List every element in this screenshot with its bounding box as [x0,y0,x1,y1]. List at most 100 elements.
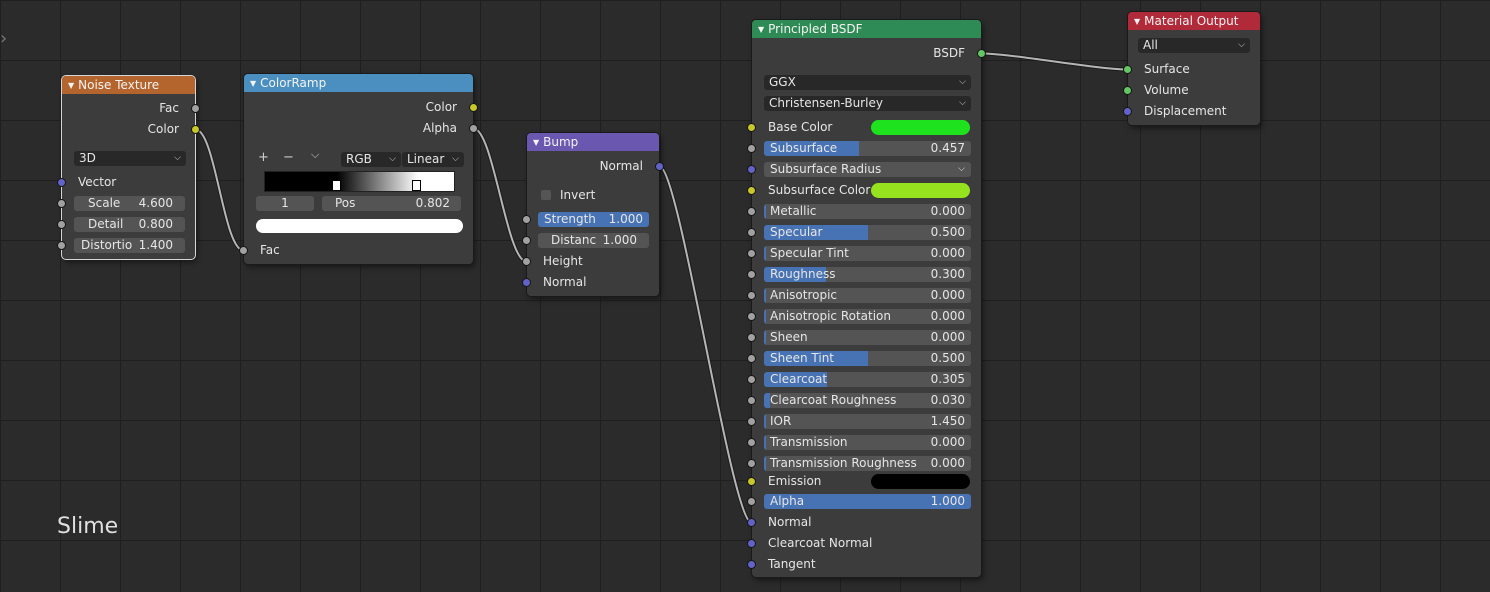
bsdf-field-socket[interactable] [747,249,756,258]
collapse-arrow-icon[interactable]: ▼ [758,25,765,34]
base-color-socket[interactable] [747,123,756,132]
noise-vector-socket[interactable] [57,178,66,187]
bsdf-field-socket[interactable] [747,354,756,363]
noise-texture-node[interactable]: ▼Noise Texture Fac Color 3D ⌵ Vector Sca… [57,76,200,259]
alpha-field[interactable]: Alpha 1.000 [764,494,971,509]
clearcoat-normal-socket[interactable] [747,539,756,548]
bsdf-field-socket[interactable] [747,228,756,237]
invert-checkbox[interactable] [541,190,551,200]
displacement-socket[interactable] [1123,107,1132,116]
bsdf-field-socket[interactable] [747,144,756,153]
noise-texture-header[interactable]: ▼Noise Texture [62,76,195,94]
bsdf-normal-socket[interactable] [747,518,756,527]
ramp-stop-index-field[interactable]: 1 [256,196,314,211]
add-stop-button[interactable]: + [258,150,269,165]
ramp-output-color: Color [244,97,478,118]
bsdf-field-socket[interactable] [747,396,756,405]
subsurface-color-socket[interactable] [747,186,756,195]
remove-stop-button[interactable]: − [283,150,294,165]
bump-normal-in-label: Normal [543,275,587,289]
bsdf-field-socket[interactable] [747,417,756,426]
ramp-menu-button[interactable]: ⌵ [311,148,320,161]
noise-detail-socket[interactable] [57,220,66,229]
bsdf-field-socket[interactable] [747,438,756,447]
output-header[interactable]: ▼Material Output [1128,12,1260,30]
colorramp-header[interactable]: ▼ColorRamp [244,74,473,92]
bump-normal-in-socket[interactable] [522,278,531,287]
emission-swatch[interactable] [871,474,970,489]
noise-scale-field[interactable]: Scale 4.600 [74,196,185,211]
bsdf-field-socket[interactable] [747,459,756,468]
colorramp-node[interactable]: ▼ColorRamp Color Alpha + − ⌵ RGB ⌵ Linea… [239,74,478,264]
ramp-fac-socket[interactable] [239,246,248,255]
bsdf-field-socket[interactable] [747,375,756,384]
bsdf-field-socket[interactable] [747,207,756,216]
bump-node[interactable]: ▼Bump Normal Invert Strength 1.000 Dista… [522,133,664,296]
bump-strength-field[interactable]: Strength 1.000 [538,212,649,227]
ramp-position-field[interactable]: Pos 0.802 [322,196,461,211]
alpha-socket[interactable] [747,497,756,506]
ramp-alpha-socket[interactable] [469,124,478,133]
ramp-stop-handle-1[interactable] [412,180,421,191]
bump-normal-out-socket[interactable] [655,162,664,171]
noise-color-socket[interactable] [191,125,200,134]
ramp-color-mode-select[interactable]: RGB ⌵ [341,152,401,167]
output-target-select[interactable]: All ⌵ [1138,38,1250,53]
bsdf-out-socket[interactable] [977,49,986,58]
noise-distortion-socket[interactable] [57,241,66,250]
collapse-arrow-icon[interactable]: ▼ [533,138,540,147]
noise-scale-socket[interactable] [57,199,66,208]
sidebar-toggle-icon[interactable]: › [0,28,8,49]
bsdf-header[interactable]: ▼Principled BSDF [752,20,981,38]
ramp-stop-handle-0[interactable] [332,180,341,191]
volume-socket[interactable] [1123,86,1132,95]
emission-socket[interactable] [747,477,756,486]
noise-fac-socket[interactable] [191,104,200,113]
collapse-arrow-icon[interactable]: ▼ [68,81,75,90]
ramp-color-socket[interactable] [469,103,478,112]
bsdf-field-socket[interactable] [747,333,756,342]
subsurface-color-swatch[interactable] [871,183,970,198]
noise-dimensions-select[interactable]: 3D ⌵ [74,151,186,166]
subsurface-radius-field[interactable]: Subsurface Radius ⌵ [764,162,971,177]
bsdf-field-socket[interactable] [747,312,756,321]
bump-distance-field[interactable]: Distanc 1.000 [538,233,649,248]
bsdf-field-socket[interactable] [747,270,756,279]
noise-detail-field[interactable]: Detail 0.800 [74,217,185,232]
surface-socket[interactable] [1123,65,1132,74]
ramp-stop-color-swatch[interactable] [256,219,463,233]
bsdf-field-value: 0.000 [930,330,965,344]
subsurface-method-select[interactable]: Christensen-Burley ⌵ [764,96,971,111]
collapse-arrow-icon[interactable]: ▼ [1134,17,1141,26]
collapse-arrow-icon[interactable]: ▼ [250,79,257,88]
bsdf-field[interactable]: Subsurface 0.457 [764,141,971,156]
bump-height-socket[interactable] [522,257,531,266]
bsdf-field-socket[interactable] [747,291,756,300]
ramp-interpolation-select[interactable]: Linear ⌵ [402,152,464,167]
noise-distortion-field[interactable]: Distortio 1.400 [74,238,185,253]
distribution-select[interactable]: GGX ⌵ [764,75,971,90]
bump-header[interactable]: ▼Bump [527,133,659,151]
bump-strength-socket[interactable] [522,215,531,224]
bump-distance-socket[interactable] [522,236,531,245]
material-output-node[interactable]: ▼Material Output All ⌵ Surface Volume Di… [1123,12,1260,125]
tangent-socket[interactable] [747,560,756,569]
base-color-swatch[interactable] [871,120,970,135]
ramp-gradient-bar[interactable] [264,171,455,192]
subsurface-radius-socket[interactable] [747,165,756,174]
bsdf-input-base-color: Base Color [747,117,981,138]
principled-bsdf-node[interactable]: ▼Principled BSDF BSDF GGX ⌵ Christensen-… [747,20,986,577]
